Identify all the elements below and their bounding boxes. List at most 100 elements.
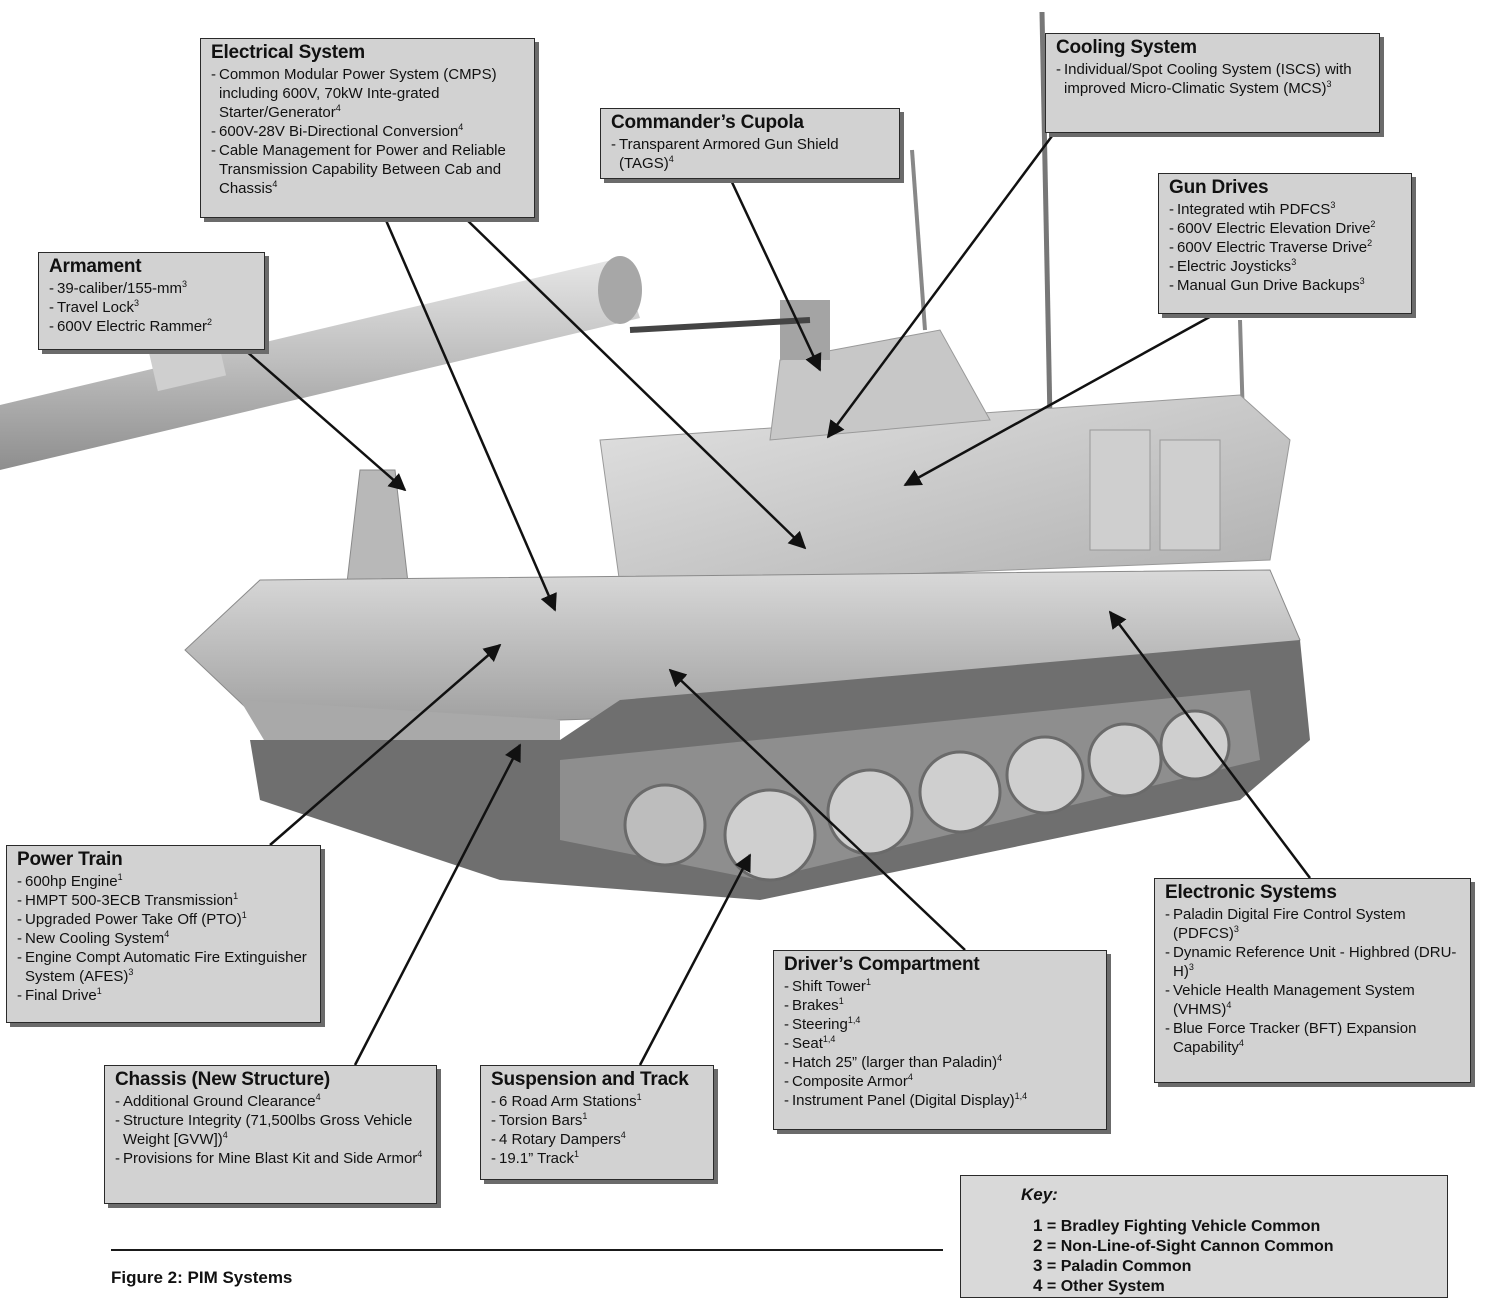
antenna [910, 149, 927, 331]
callout-item: - 600hp Engine1 [17, 872, 123, 891]
key-reference: 1,4 [822, 1034, 836, 1044]
callout-title: Armament [49, 256, 142, 277]
callout-item: - New Cooling System4 [17, 929, 170, 948]
callout-item-text: Final Drive [25, 987, 97, 1004]
key-reference: 4 [417, 1149, 423, 1159]
key-reference: 1 [96, 986, 102, 996]
callout-chassis: Chassis (New Structure) - Additional Gro… [104, 1065, 437, 1204]
key-reference: 1 [838, 996, 844, 1006]
callout-item-text: Hatch 25” (larger than Paladin) [792, 1054, 998, 1071]
callout-title: Commander’s Cupola [611, 112, 804, 133]
key-entry: 3 = Paladin Common [1033, 1256, 1191, 1276]
callout-electronic-systems: Electronic Systems - Paladin Digital Fir… [1154, 878, 1471, 1083]
callout-title: Suspension and Track [491, 1069, 689, 1090]
callout-item-text: Common Modular Power System (CMPS) inclu… [219, 66, 497, 121]
callout-title: Cooling System [1056, 37, 1197, 58]
callout-item-text: New Cooling System [25, 930, 165, 947]
callout-item: - Transparent Armored Gun Shield (TAGS)4 [611, 136, 839, 172]
callout-item: - Instrument Panel (Digital Display)1,4 [784, 1091, 1028, 1110]
callout-title: Driver’s Compartment [784, 954, 980, 975]
key-reference: 3 [182, 279, 188, 289]
key-reference: 4 [668, 154, 674, 164]
callout-item-text: Brakes [792, 997, 839, 1014]
callout-item: - Composite Armor4 [784, 1072, 913, 1091]
callout-items: - Additional Ground Clearance4- Structur… [115, 1092, 428, 1168]
key-label: = Non-Line-of-Sight Cannon Common [1046, 1238, 1334, 1255]
callout-item: - Individual/Spot Cooling System (ISCS) … [1056, 61, 1352, 97]
key-reference: 3 [1330, 200, 1336, 210]
key-reference: 2 [207, 317, 213, 327]
key-reference: 3 [1359, 276, 1365, 286]
callout-item: - Shift Tower1 [784, 977, 871, 996]
callout-item-text: Torsion Bars [499, 1112, 583, 1129]
key-reference: 1,4 [1014, 1091, 1028, 1101]
callout-item-text: Composite Armor [792, 1073, 908, 1090]
callout-item-text: 600V Electric Traverse Drive [1177, 239, 1368, 256]
callout-item: - Final Drive1 [17, 986, 102, 1005]
key-reference: 4 [272, 179, 278, 189]
key-reference: 2 [1370, 219, 1376, 229]
callout-item: - HMPT 500-3ECB Transmission1 [17, 891, 239, 910]
callout-suspension-and-track: Suspension and Track - 6 Road Arm Statio… [480, 1065, 714, 1180]
callout-item-text: Electric Joysticks [1177, 258, 1292, 275]
key-reference: 1 [574, 1149, 580, 1159]
callout-item: - 600V Electric Elevation Drive2 [1169, 219, 1376, 238]
callout-items: - Paladin Digital Fire Control System (P… [1165, 905, 1462, 1057]
callout-item: - Cable Management for Power and Reliabl… [211, 142, 506, 197]
callout-item: - Manual Gun Drive Backups3 [1169, 276, 1365, 295]
key-reference: 4 [222, 1130, 228, 1140]
callout-item: - 6 Road Arm Stations1 [491, 1092, 642, 1111]
callout-item: - 39-caliber/155-mm3 [49, 279, 188, 298]
callout-item: - 19.1” Track1 [491, 1149, 580, 1168]
callout-item-text: Additional Ground Clearance [123, 1093, 316, 1110]
key-number: 1 [1033, 1216, 1043, 1235]
callout-items: - 6 Road Arm Stations1- Torsion Bars1- 4… [491, 1092, 705, 1168]
callout-title: Chassis (New Structure) [115, 1069, 331, 1090]
key-reference: 4 [335, 103, 341, 113]
key-reference: 4 [907, 1072, 913, 1082]
key-reference: 1 [117, 872, 123, 882]
callout-item: - 600V-28V Bi-Directional Conversion4 [211, 122, 464, 141]
callout-item: - Travel Lock3 [49, 298, 139, 317]
key-label: = Bradley Fighting Vehicle Common [1046, 1218, 1321, 1235]
callout-item-text: Integrated wtih PDFCS [1177, 201, 1331, 218]
callout-item: - Additional Ground Clearance4 [115, 1092, 321, 1111]
key-reference: 4 [315, 1092, 321, 1102]
key-reference: 4 [458, 122, 464, 132]
callout-item-text: 39-caliber/155-mm [57, 280, 183, 297]
caption-rule [111, 1249, 943, 1251]
callout-item-text: Provisions for Mine Blast Kit and Side A… [123, 1150, 418, 1167]
callout-drivers-compartment: Driver’s Compartment - Shift Tower1- Bra… [773, 950, 1107, 1130]
callout-title: Electronic Systems [1165, 882, 1337, 903]
key-reference: 4 [1238, 1038, 1244, 1048]
key-number: 2 [1033, 1236, 1043, 1255]
key-label: = Other System [1046, 1278, 1165, 1295]
callout-title: Electrical System [211, 42, 365, 63]
callout-item: - 4 Rotary Dampers4 [491, 1130, 626, 1149]
key-reference: 1,4 [847, 1015, 861, 1025]
callout-item: - Seat1,4 [784, 1034, 836, 1053]
callout-electrical-system: Electrical System - Common Modular Power… [200, 38, 535, 218]
key-label: = Paladin Common [1046, 1258, 1192, 1275]
callout-item-text: 19.1” Track [499, 1150, 575, 1167]
callout-item: - Brakes1 [784, 996, 844, 1015]
key-number: 3 [1033, 1256, 1043, 1275]
callout-item-text: Transparent Armored Gun Shield (TAGS) [619, 136, 839, 172]
callout-item-text: HMPT 500-3ECB Transmission [25, 892, 234, 909]
callout-item: - Structure Integrity (71,500lbs Gross V… [115, 1112, 413, 1148]
callout-item-text: Paladin Digital Fire Control System (PDF… [1173, 906, 1406, 942]
callout-item: - Steering1,4 [784, 1015, 861, 1034]
callout-item-text: Structure Integrity (71,500lbs Gross Veh… [123, 1112, 413, 1148]
callout-item: - Common Modular Power System (CMPS) inc… [211, 66, 497, 121]
callout-items: - Individual/Spot Cooling System (ISCS) … [1056, 60, 1371, 98]
callout-items: - Shift Tower1- Brakes1- Steering1,4- Se… [784, 977, 1098, 1110]
callout-item-text: Seat [792, 1035, 823, 1052]
callout-item-text: Steering [792, 1016, 848, 1033]
callout-power-train: Power Train - 600hp Engine1- HMPT 500-3E… [6, 845, 321, 1023]
callout-item: - Torsion Bars1 [491, 1111, 588, 1130]
callout-item: - Engine Compt Automatic Fire Extinguish… [17, 949, 307, 985]
callout-item-text: 6 Road Arm Stations [499, 1093, 637, 1110]
callout-title: Gun Drives [1169, 177, 1269, 198]
key-entry: 4 = Other System [1033, 1276, 1165, 1296]
callout-item-text: Dynamic Reference Unit - Highbred (DRU-H… [1173, 944, 1457, 980]
